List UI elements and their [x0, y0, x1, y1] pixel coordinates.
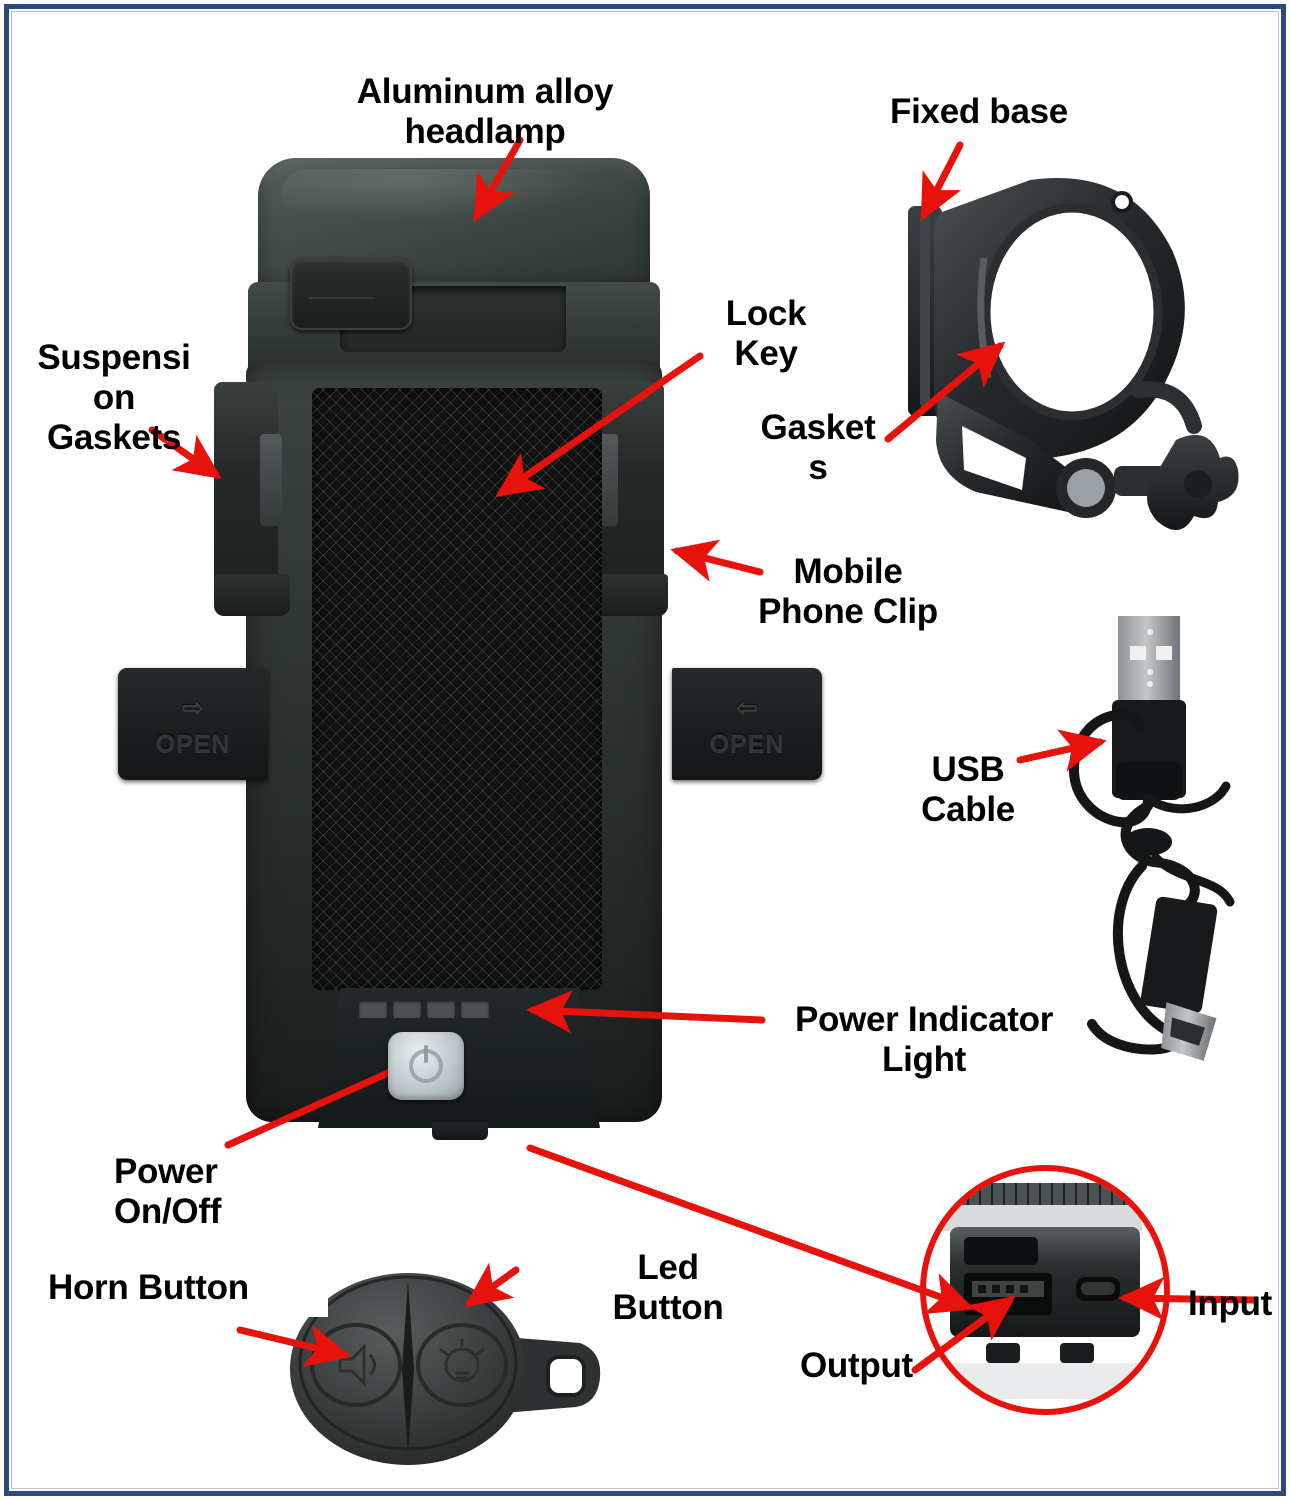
- label-fixed-base: Fixed base: [890, 92, 1068, 131]
- led-segment: [359, 1000, 387, 1018]
- label-gaskets: Gasket s: [760, 408, 876, 487]
- mobile-phone-clip-arm-right: [596, 382, 664, 598]
- clamp-art: [908, 178, 1239, 531]
- label-mobile-phone-clip: Mobile Phone Clip: [758, 552, 938, 631]
- label-horn-button: Horn Button: [48, 1268, 249, 1307]
- label-aluminum-alloy-headlamp: Aluminum alloy headlamp: [356, 72, 614, 151]
- label-power-on-off: Power On/Off: [114, 1152, 222, 1231]
- open-arrow-left-icon: ⇦: [736, 692, 758, 722]
- phone-holder-device: ⇨ OPEN ⇦ OPEN: [118, 150, 822, 1150]
- label-input: Input: [1188, 1284, 1273, 1323]
- label-lock-key: Lock Key: [725, 294, 807, 373]
- label-power-indicator-light: Power Indicator Light: [794, 1000, 1054, 1079]
- open-tab-right-label: OPEN: [709, 730, 785, 758]
- power-on-off-button[interactable]: [388, 1032, 464, 1100]
- lock-key-button[interactable]: [290, 258, 412, 330]
- suspension-gasket-arm-left: [214, 382, 282, 598]
- led-segment: [427, 1000, 455, 1018]
- power-indicator-light: [348, 996, 500, 1022]
- led-icon: [439, 1339, 485, 1383]
- clip-foot-right: [592, 574, 668, 616]
- open-arrow-right-icon: ⇨: [182, 692, 204, 722]
- open-tab-right[interactable]: ⇦ OPEN: [672, 668, 822, 780]
- label-suspension-gaskets: Suspensi on Gaskets: [37, 338, 191, 457]
- knurled-back-panel: [312, 388, 602, 990]
- horn-led-cap-svg: [288, 1273, 601, 1465]
- led-segment: [461, 1000, 489, 1018]
- label-output: Output: [800, 1346, 913, 1385]
- led-segment: [393, 1000, 421, 1018]
- usb-cable-svg: [1068, 616, 1235, 1061]
- open-tab-left-label: OPEN: [155, 730, 231, 758]
- power-icon: [409, 1049, 443, 1083]
- label-usb-cable: USB Cable: [921, 750, 1015, 829]
- fixed-base-clamp: [880, 140, 1260, 540]
- horn-icon: [338, 1343, 376, 1387]
- closeup-circle-annotation: [920, 1165, 1170, 1415]
- usb-cable-art: [1030, 610, 1260, 1080]
- ports-closeup: [920, 1165, 1180, 1415]
- clip-foot-left: [214, 574, 290, 616]
- label-led-button: Led Button: [612, 1248, 724, 1327]
- open-tab-left[interactable]: ⇨ OPEN: [118, 668, 268, 780]
- horn-led-button-cap: [280, 1265, 620, 1480]
- led-button-nub[interactable]: [432, 1122, 488, 1140]
